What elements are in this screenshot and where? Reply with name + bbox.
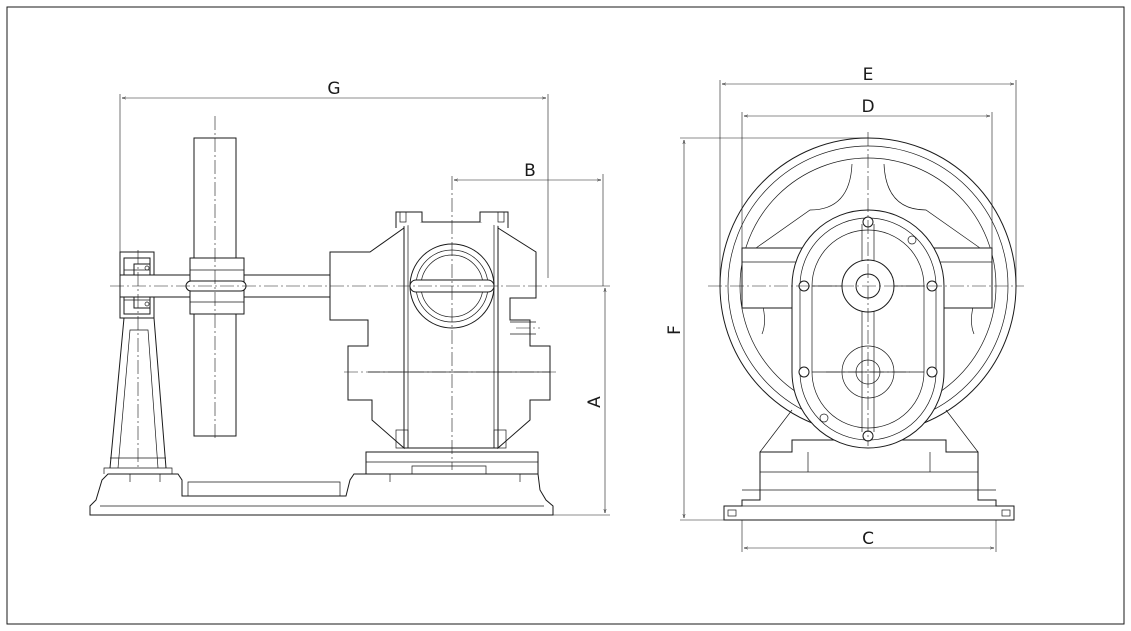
- front-view: [708, 132, 1024, 521]
- base-plate: [89, 451, 554, 516]
- dimension-label-g: G: [327, 79, 340, 99]
- gearbox-side: [329, 211, 551, 450]
- dimensions: G B A E D F C: [119, 65, 1017, 552]
- drawing-frame: [6, 6, 1125, 625]
- dimension-label-e: E: [863, 65, 874, 85]
- dimension-label-d: D: [861, 97, 874, 117]
- dimension-label-a: A: [585, 396, 605, 408]
- dimension-label-f: F: [665, 325, 685, 335]
- dimension-label-c: C: [862, 529, 874, 549]
- dimension-label-b: B: [524, 161, 536, 181]
- side-view: [89, 116, 560, 516]
- wheel-side: [185, 137, 247, 437]
- front-base: [723, 409, 1015, 521]
